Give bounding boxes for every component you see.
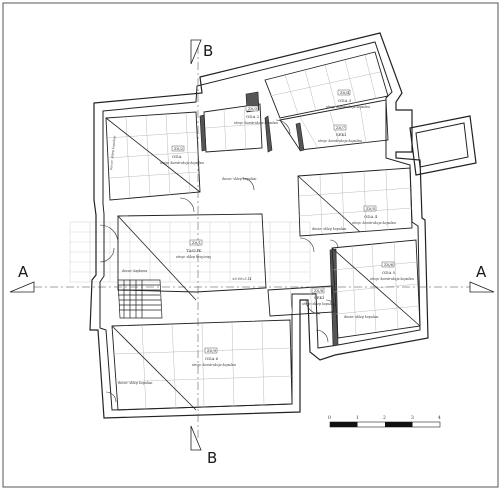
room-note: strop: konstrukcja kopulası: [234, 121, 278, 125]
scale-label: 0: [328, 415, 331, 421]
room-note: strop: konstrukcja kopulası: [318, 139, 362, 143]
room-code: Z0/3: [248, 106, 258, 111]
room-label-oda-5: Z0/6 ODA 5 strop: konstrukcja kopulası: [370, 262, 414, 281]
room-oda-3: [264, 51, 389, 119]
room-oda-6: [111, 319, 293, 411]
room-note: strop: konstrukcja kopulası: [370, 277, 414, 281]
room-code: Z0/6: [384, 262, 394, 267]
room-name: SEKİ: [314, 295, 325, 300]
section-mark-a-right: A: [476, 263, 487, 281]
section-line-a: [9, 281, 495, 293]
room-label-oda-4: Z0/5 ODA 4 strop: konstrukcja kopulası: [352, 206, 396, 225]
room-name: ODA 2: [246, 114, 260, 119]
scale-label: 3: [411, 415, 414, 421]
room-name: TASLIK: [186, 248, 202, 253]
room-label-taslik: Z0/1 TASLIK strop: sklep krzyżowy: [176, 240, 211, 259]
level-mark: ±0.00=3.14: [232, 277, 252, 281]
wall-note: duvar: sklep kopulası: [118, 381, 152, 385]
outer-wall: [89, 32, 429, 419]
room-note: strop: konstrukcja kopulası: [160, 161, 204, 165]
room-code: Z0/4: [340, 90, 350, 95]
room-name: ODA 6: [205, 356, 219, 361]
room-label-oda-6: Z0/9 ODA 6 strop: konstrukcja kopulası: [192, 348, 236, 367]
room-code-boxes: [171, 89, 395, 354]
scale-label: 1: [356, 415, 359, 421]
room-code: Z0/8: [314, 288, 324, 293]
room-code: Z0/1: [192, 240, 201, 245]
room-label-oda: Z0/2 ODA strop: konstrukcja kopulası: [160, 146, 204, 165]
scale-label: 4: [438, 415, 441, 421]
room-oda-5: [331, 239, 421, 339]
scale-label: 2: [383, 415, 386, 421]
room-name: ODA: [172, 154, 181, 159]
room-oda-4: [297, 167, 413, 237]
door-swings: [99, 119, 339, 403]
room-name: ODA 3: [338, 98, 352, 103]
room-seki-upper: [279, 99, 389, 151]
room-oda: [105, 111, 201, 201]
room-code: Z0/2: [174, 146, 184, 151]
wall-note: duvar: sklep kopulası: [312, 227, 346, 231]
room-code: Z0/9: [207, 348, 217, 353]
wall-note: duvar: sklep kopulası: [344, 315, 378, 319]
annex-inner: [415, 122, 469, 168]
room-label-oda-2: Z0/3 ODA 2 strop: konstrukcja kopulası: [234, 106, 278, 125]
wall-note: duvar: sklep kopulası: [109, 135, 117, 170]
wall-note: duvar: kaplama: [122, 269, 147, 273]
room-seki-middle: [267, 285, 335, 317]
room-taslik: [117, 213, 267, 301]
room-name: ODA 5: [382, 270, 396, 275]
wall-note: duvar: sklep kopulası: [222, 177, 256, 181]
room-note: strop: konstrukcja kopulası: [352, 221, 396, 225]
room-code: Z0/7: [336, 125, 346, 130]
room-note: strop: sklep kopulası: [302, 302, 336, 306]
room-label-seki-upper: Z0/7 SEKİ strop: konstrukcja kopulası: [318, 125, 362, 143]
room-name: ODA 4: [364, 214, 378, 219]
inner-wall-outline: [99, 41, 421, 411]
section-mark-a-left: A: [18, 263, 29, 281]
scale-bar: 0 1 2 3 4: [328, 415, 441, 428]
room-label-oda-3: Z0/4 ODA 3 strop: konstrukcja kopulası: [326, 90, 370, 109]
room-note: strop: konstrukcja kopulası: [192, 363, 236, 367]
section-mark-b-top: B: [203, 42, 213, 60]
room-note: strop: sklep krzyżowy: [176, 255, 211, 259]
room-code: Z0/5: [366, 206, 376, 211]
room-label-seki-middle: Z0/8 SEKİ strop: sklep kopulası: [302, 288, 336, 306]
section-mark-b-bottom: B: [207, 449, 217, 467]
room-name: SEKİ: [336, 132, 347, 137]
stair: [117, 279, 163, 319]
annex-outline: [409, 115, 477, 176]
room-note: strop: konstrukcja kopulası: [326, 105, 370, 109]
